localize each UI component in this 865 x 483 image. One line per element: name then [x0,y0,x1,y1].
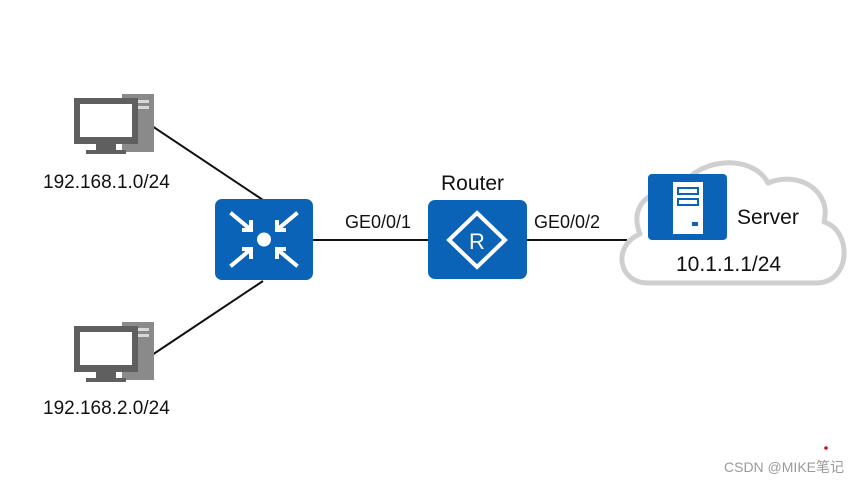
desktop-pc-icon [74,94,154,154]
pc-1[interactable]: 192.168.1.0/24 [43,94,170,193]
router-title: Router [441,172,504,195]
pc-2[interactable]: 192.168.2.0/24 [43,322,170,419]
server-network-label: 10.1.1.1/24 [676,253,781,276]
server-title: Server [737,206,799,229]
desktop-pc-icon [74,322,154,382]
pc-2-subnet-label: 192.168.2.0/24 [43,398,170,419]
router[interactable]: Router R [428,172,527,279]
interface-label-ge0-0-2: GE0/0/2 [534,212,600,232]
connections [151,125,627,356]
link-pc2-switch [151,280,264,356]
router-icon: R [428,200,527,279]
red-dot-marker [824,446,828,450]
server-icon [648,174,727,240]
switch-icon [215,199,313,280]
pc-1-subnet-label: 192.168.1.0/24 [43,172,170,193]
server-cloud-group[interactable]: Server 10.1.1.1/24 [619,160,847,286]
router-symbol: R [469,229,485,254]
watermark-text: CSDN @MIKE笔记 [724,459,844,475]
interface-label-ge0-0-1: GE0/0/1 [345,212,411,232]
link-pc1-switch [151,125,264,201]
switch[interactable] [215,199,313,280]
